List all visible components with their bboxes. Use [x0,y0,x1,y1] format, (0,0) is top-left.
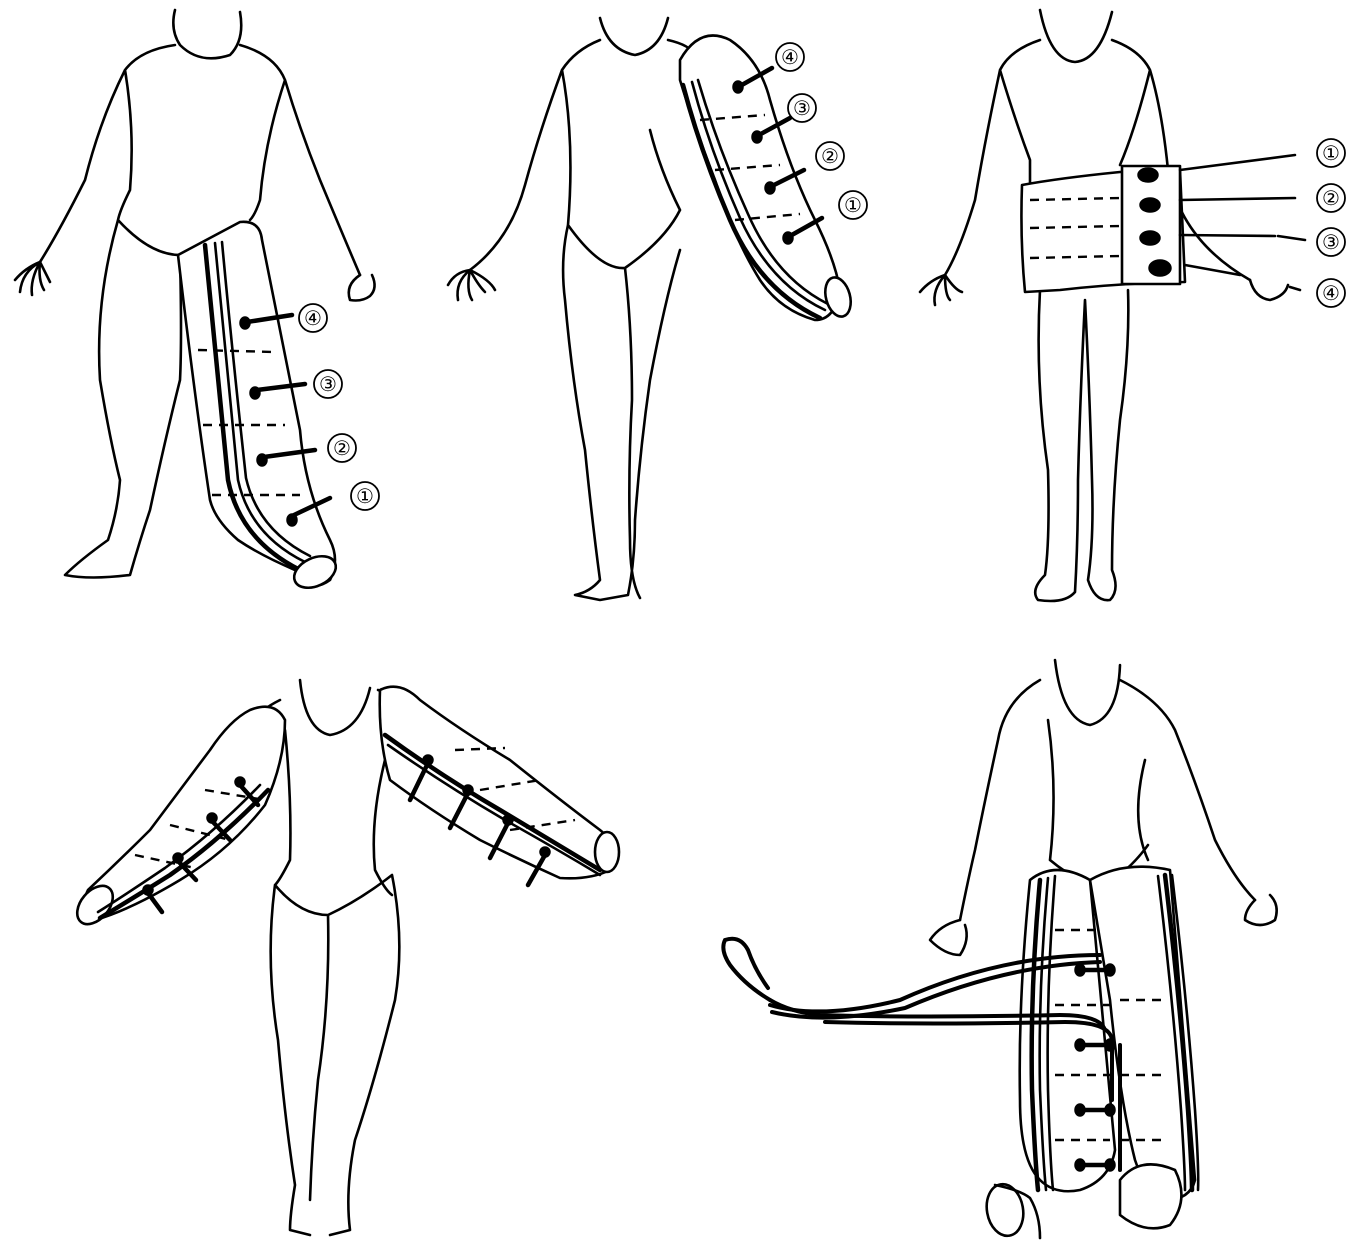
figure5-right-hand [1245,895,1277,925]
figure2-label-4: ④ [781,45,799,69]
figure1-label-3: ③ [319,372,337,396]
figure3-labels: ① ② ③ ④ [1317,139,1345,307]
figure3-label-4: ④ [1322,281,1340,305]
figure2-label-1: ① [844,193,862,217]
figure-leg-sleeve: ④ ③ ② ① [15,10,379,594]
figure2-label-2: ② [821,144,839,168]
figure2-arm-sleeve [680,36,840,321]
figure3-right-hand [1250,280,1288,300]
figure1-labels: ④ ③ ② ① [299,304,379,510]
figure1-right-hand [349,275,375,301]
figure3-body-outline [945,10,1250,601]
figure3-label-1: ① [1322,141,1340,165]
figure4-left-arm-sleeve [85,707,285,920]
figure-two-leg-sleeves [723,660,1276,1239]
figure2-body-outline [470,18,695,600]
figure5-right-foot-cap [1120,1164,1181,1228]
figure1-label-2: ② [333,436,351,460]
figure-waist-wrap: ① ② ③ ④ [920,10,1345,601]
figure2-left-hand [448,270,495,300]
figure1-label-4: ④ [304,306,322,330]
figure1-left-hand [15,262,50,295]
figure2-label-3: ③ [793,96,811,120]
figure-arm-sleeve: ④ ③ ② ① [448,18,867,600]
figure3-label-3: ③ [1322,230,1340,254]
figure3-label-2: ② [1322,186,1340,210]
figure4-right-arm-sleeve [380,687,616,879]
figure1-label-1: ① [356,484,374,508]
figure1-leg-sleeve [178,222,335,586]
figure-two-arm-sleeves [70,680,619,1235]
figure3-left-hand [920,275,962,305]
figure5-left-hand [930,920,967,955]
